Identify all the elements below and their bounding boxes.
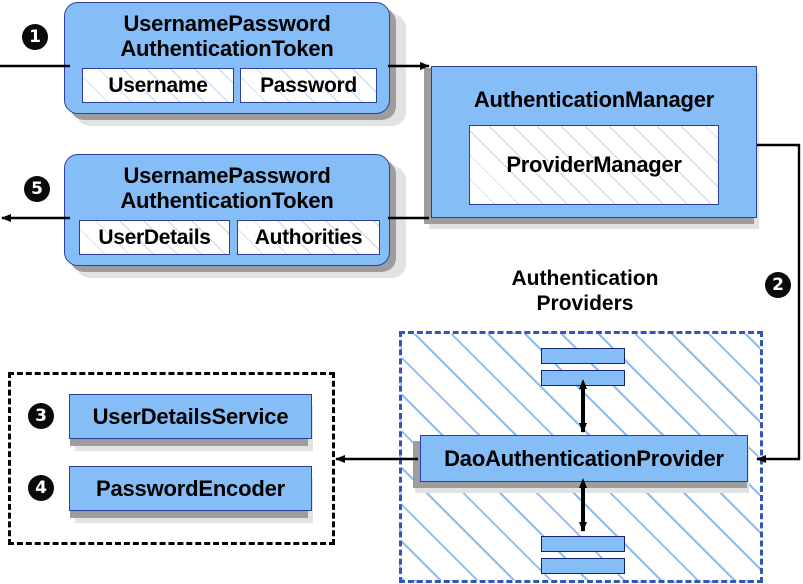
request-token-title-line2: AuthenticationToken (120, 36, 334, 61)
step-marker-3-number: 3 (35, 405, 47, 426)
step-marker-1: 1 (22, 24, 48, 50)
step-marker-2: 2 (765, 272, 791, 298)
userdetailsservice-box[interactable]: UserDetailsService (69, 394, 312, 439)
request-token-box[interactable]: UsernamePassword AuthenticationToken Use… (64, 2, 390, 114)
authentication-manager-title: AuthenticationManager (473, 87, 715, 112)
collaborators-container (8, 372, 335, 545)
response-token-box[interactable]: UsernamePassword AuthenticationToken Use… (64, 154, 390, 266)
request-token-title-line1: UsernamePassword (123, 11, 331, 36)
response-token-field-userdetails[interactable]: UserDetails (79, 220, 230, 255)
request-token-field-username[interactable]: Username (82, 68, 234, 103)
step-marker-2-number: 2 (772, 274, 784, 295)
request-token-field-password[interactable]: Password (240, 68, 377, 103)
response-token-title-line1: UsernamePassword (123, 163, 331, 188)
response-token-title-line2: AuthenticationToken (120, 188, 334, 213)
step-marker-5: 5 (24, 176, 50, 202)
passwordencoder-box[interactable]: PasswordEncoder (69, 466, 312, 511)
step-marker-4: 4 (28, 475, 54, 501)
provider-stub-bottom-1[interactable] (541, 536, 625, 552)
authentication-providers-label-line1: Authentication (511, 267, 659, 290)
provider-stub-bottom-2[interactable] (541, 558, 625, 574)
authentication-providers-label: Authentication Providers (470, 266, 700, 316)
provider-manager-box[interactable]: ProviderManager (469, 125, 719, 205)
step-marker-5-number: 5 (31, 178, 43, 199)
step-marker-3: 3 (28, 403, 54, 429)
authentication-manager-box[interactable]: AuthenticationManager ProviderManager (431, 66, 757, 218)
provider-stub-top-1[interactable] (541, 348, 625, 364)
authentication-providers-label-line2: Providers (536, 292, 634, 315)
response-token-field-authorities[interactable]: Authorities (237, 220, 380, 255)
provider-stub-top-2[interactable] (541, 370, 625, 386)
dao-authentication-provider-box[interactable]: DaoAuthenticationProvider (420, 435, 748, 482)
wire-manager-to-provider (756, 143, 801, 463)
step-marker-4-number: 4 (35, 477, 47, 498)
step-marker-1-number: 1 (29, 26, 41, 47)
